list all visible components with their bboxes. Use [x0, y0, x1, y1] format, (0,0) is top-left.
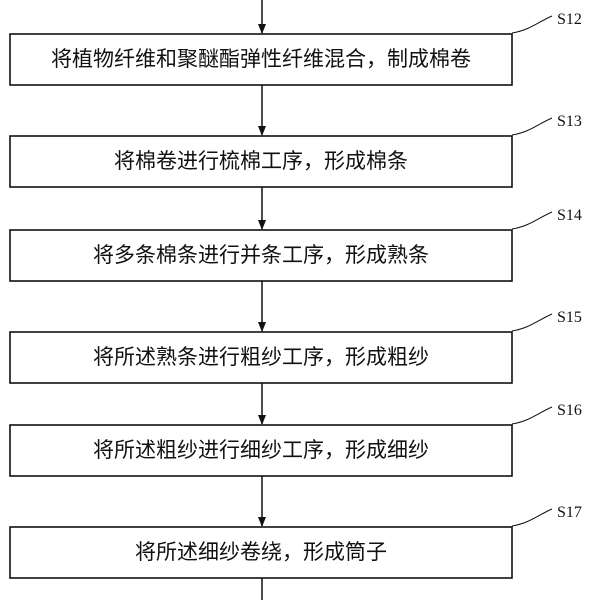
step-box	[9, 424, 513, 477]
step-label: S15	[557, 309, 582, 326]
step-text: 将植物纤维和聚醚酯弹性纤维混合，制成棉卷	[51, 47, 471, 71]
step-s13: 将棉卷进行梳棉工序，形成棉条 S13	[9, 113, 582, 188]
step-leader-line	[511, 15, 553, 34]
step-leader-line	[511, 313, 553, 332]
step-s14: 将多条棉条进行并条工序，形成熟条 S14	[9, 207, 582, 282]
step-label: S17	[557, 504, 582, 521]
step-label: S13	[557, 113, 582, 130]
step-text: 将所述熟条进行粗纱工序，形成粗纱	[93, 345, 429, 369]
step-leader-line	[511, 211, 553, 230]
step-s12: 将植物纤维和聚醚酯弹性纤维混合，制成棉卷 S12	[9, 11, 582, 86]
step-text: 将所述粗纱进行细纱工序，形成细纱	[93, 438, 429, 462]
step-s17: 将所述细纱卷绕，形成筒子 S17	[9, 504, 582, 579]
step-leader-line	[511, 508, 553, 527]
step-label: S12	[557, 11, 582, 28]
step-leader-line	[511, 117, 553, 136]
step-label: S14	[557, 207, 582, 224]
step-box	[9, 331, 513, 384]
step-s15: 将所述熟条进行粗纱工序，形成粗纱 S15	[9, 309, 582, 384]
step-text: 将所述细纱卷绕，形成筒子	[135, 540, 387, 564]
step-text: 将棉卷进行梳棉工序，形成棉条	[114, 149, 408, 173]
step-box	[9, 33, 513, 86]
step-leader-line	[511, 406, 553, 425]
step-box	[9, 526, 513, 579]
step-s16: 将所述粗纱进行细纱工序，形成细纱 S16	[9, 402, 582, 477]
step-box	[9, 229, 513, 282]
step-text: 将多条棉条进行并条工序，形成熟条	[93, 243, 429, 267]
step-label: S16	[557, 402, 582, 419]
step-box	[9, 135, 513, 188]
